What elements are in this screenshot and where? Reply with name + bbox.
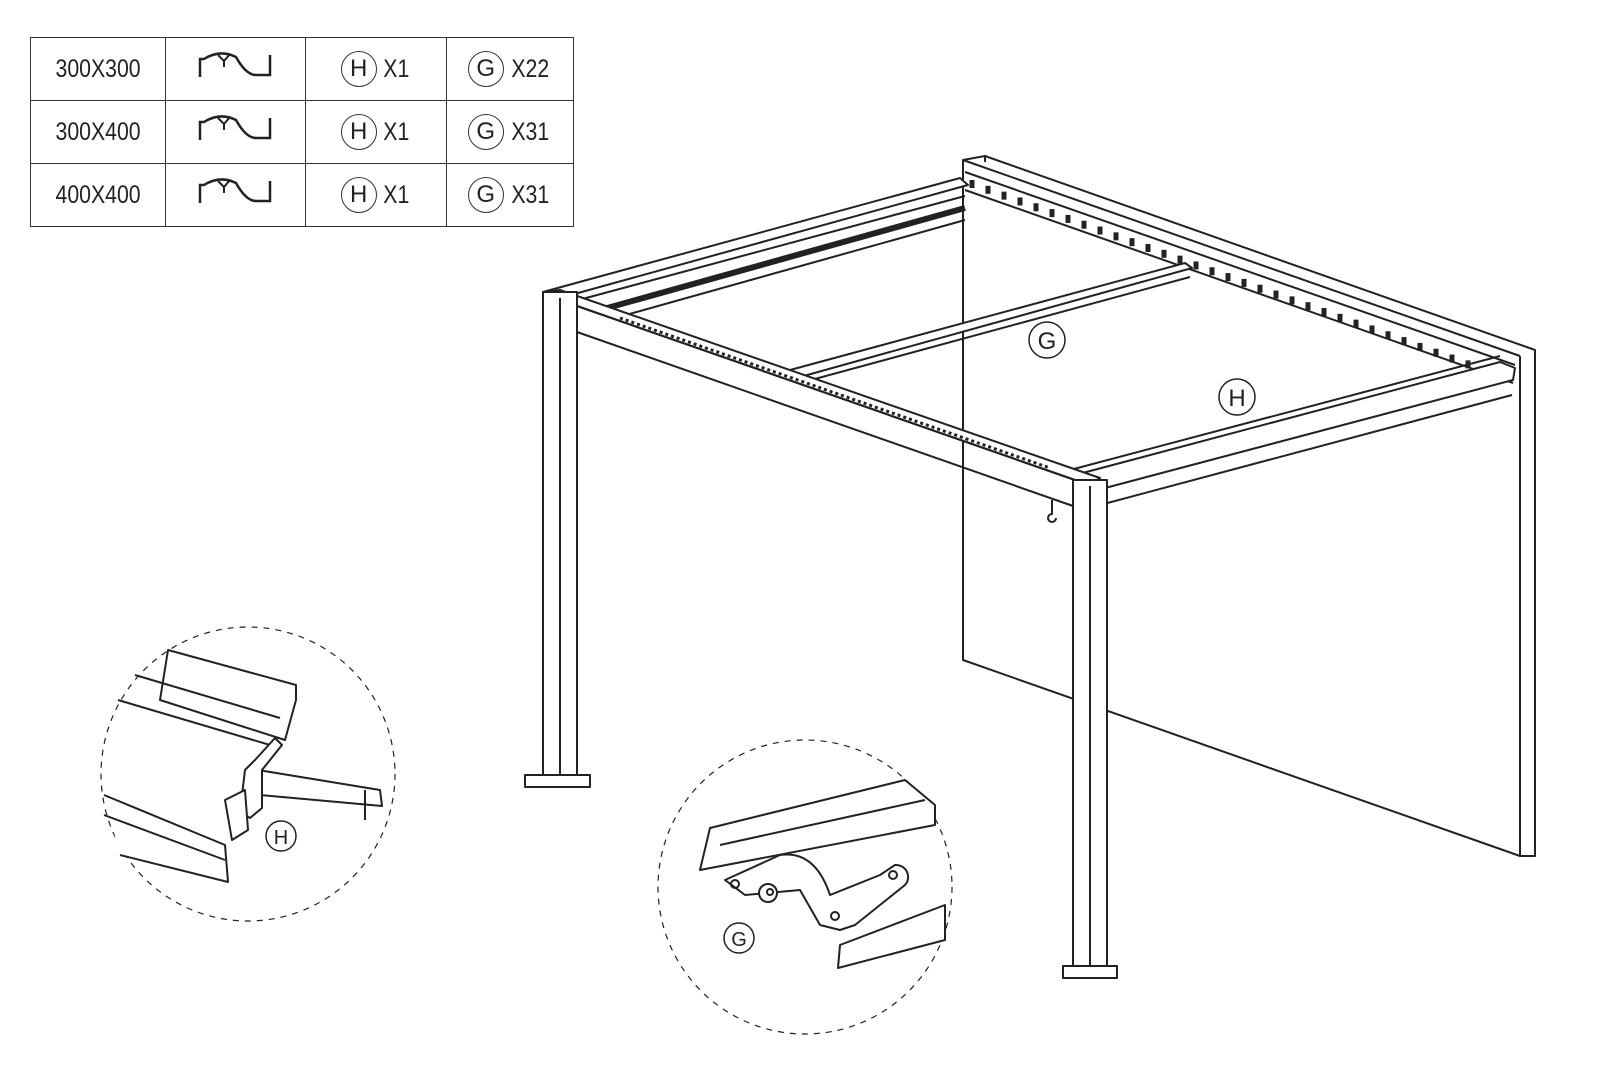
detail-h: H — [100, 626, 396, 922]
louver-profile-icon — [198, 114, 271, 140]
callout-g-label: G — [1038, 328, 1057, 355]
part-h-badge: H — [340, 177, 377, 213]
g-quantity: X31 — [511, 180, 549, 209]
h-quantity: X1 — [382, 117, 410, 146]
louver-profile-icon — [198, 177, 271, 203]
part-g-badge: G — [467, 177, 504, 213]
callout-h-label: H — [1228, 385, 1245, 412]
callout-g: G — [1028, 321, 1066, 359]
front-left-post — [524, 291, 591, 788]
g-quantity: X22 — [511, 54, 549, 83]
size-label: 300X400 — [55, 117, 141, 146]
crank-hook — [1047, 500, 1057, 523]
rear-beam — [964, 171, 1516, 384]
louver-profile-icon — [198, 51, 271, 77]
front-beam — [542, 289, 1101, 507]
detail-g: G — [657, 739, 953, 1035]
callout-h: H — [1218, 378, 1256, 416]
left-side-beam — [542, 177, 969, 319]
detail-g-label: G — [731, 929, 747, 951]
g-quantity: X31 — [511, 117, 549, 146]
h-quantity: X1 — [382, 180, 410, 209]
detail-h-label: H — [274, 827, 288, 849]
size-label: 400X400 — [55, 180, 141, 209]
part-g-badge: G — [467, 51, 504, 87]
part-h-badge: H — [340, 51, 377, 87]
front-right-post — [1062, 479, 1118, 979]
part-h-badge: H — [340, 114, 377, 150]
back-wall — [962, 155, 1536, 857]
h-quantity: X1 — [382, 54, 410, 83]
part-g-badge: G — [467, 114, 504, 150]
size-label: 300X300 — [55, 54, 141, 83]
